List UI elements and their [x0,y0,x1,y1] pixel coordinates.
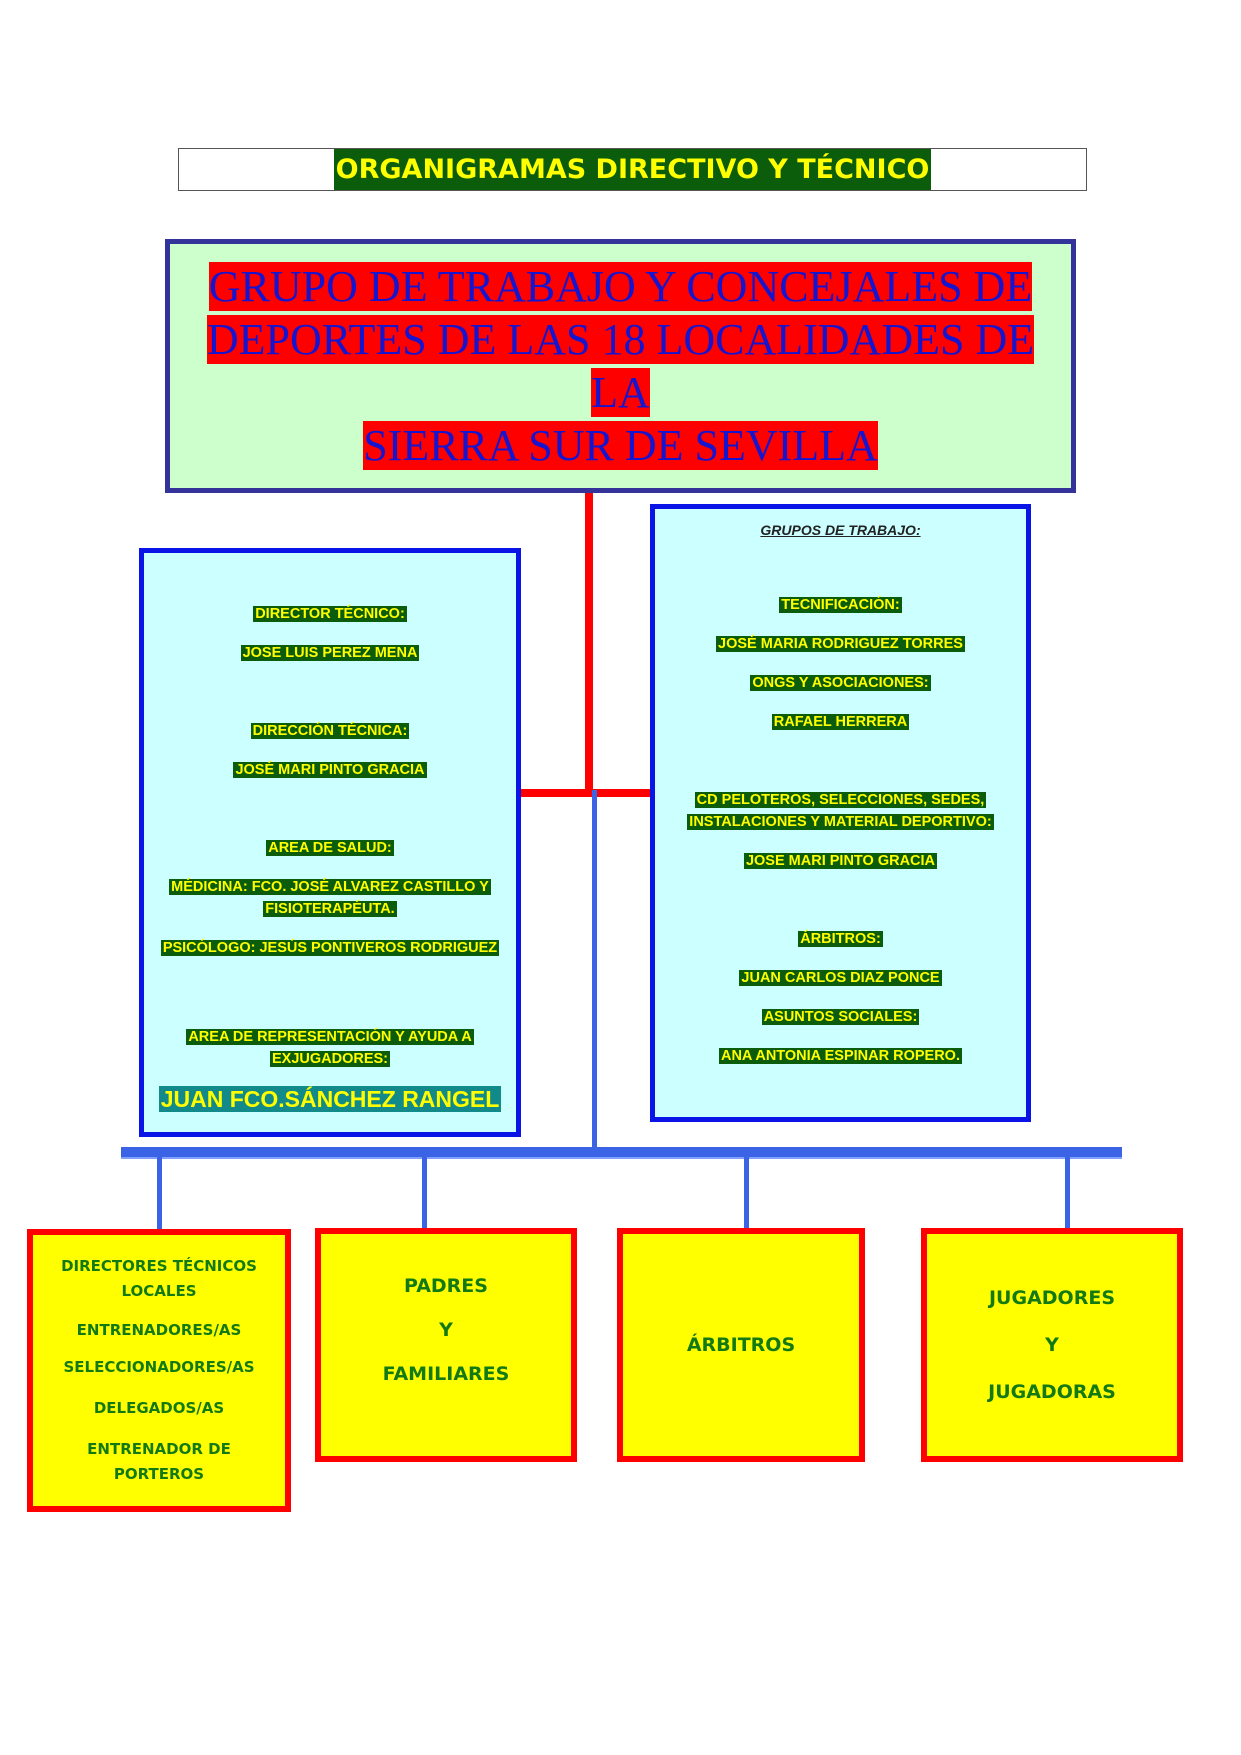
drop-connector-2 [422,1155,427,1230]
direccion-label: DIRECCIÓN TÉCNICA: [250,723,410,739]
drop-connector-1 [157,1155,162,1230]
local-staff-line: DIRECTORES TÉCNICOS LOCALES [61,1257,257,1300]
technical-direction-panel: DIRECTOR TÉCNICO: JOSE LUIS PEREZ MENA D… [139,548,521,1137]
working-groups-panel: GRUPOS DE TRABAJO: TECNIFICACIÓN: JOSÉ M… [650,504,1031,1122]
local-staff-line: ENTRENADORES/AS [76,1321,242,1339]
ongs-label: ONGS Y ASOCIACIONES: [750,675,931,691]
representacion-line-1: AREA DE REPRESENTACIÓN Y AYUDA A [186,1029,474,1045]
top-line-2: DEPORTES DE LAS 18 LOCALIDADES DE LA [206,315,1035,417]
drop-connector-3 [744,1155,749,1230]
local-staff-box: DIRECTORES TÉCNICOS LOCALES ENTRENADORES… [27,1229,291,1512]
director-label: DIRECTOR TÉCNICO: [253,606,407,622]
page-title: ORGANIGRAMAS DIRECTIVO Y TÉCNICO [333,149,932,190]
cd-name: JOSE MARI PINTO GRACIA [743,853,938,869]
medicina-line-2: FISIOTERAPÉUTA. [263,901,397,917]
page-title-box: ORGANIGRAMAS DIRECTIVO Y TÉCNICO [178,148,1087,191]
arbitros-label: ÁRBITROS: [798,931,883,947]
direccion-name: JOSÉ MARI PINTO GRACIA [233,762,427,778]
representacion-name: JUAN FCO.SÁNCHEZ RANGEL [158,1086,502,1112]
local-staff-line: ENTRENADOR DE PORTEROS [87,1440,231,1483]
tecnificacion-name: JOSÉ MARIA RODRIGUEZ TORRES [716,636,965,652]
referees-line: ÁRBITROS [686,1334,796,1356]
referees-box: ÁRBITROS [617,1228,865,1462]
parents-line: Y [439,1319,453,1341]
top-line-3: SIERRA SUR DE SEVILLA [363,421,878,470]
tecnificacion-label: TECNIFICACIÓN: [779,597,902,613]
local-staff-line: DELEGADOS/AS [93,1399,225,1417]
red-vertical-connector [585,493,593,793]
parents-line: FAMILIARES [382,1363,510,1385]
ongs-name: RAFAEL HERRERA [771,714,910,730]
salud-label: AREA DE SALUD: [266,840,394,856]
parents-line: PADRES [404,1275,488,1297]
sociales-label: ASUNTOS SOCIALES: [761,1009,920,1025]
blue-vertical-connector [592,790,597,1152]
local-staff-line: SELECCIONADORES/AS [63,1358,255,1376]
medicina-line-1: MÉDICINA: FCO. JOSÉ ALVAREZ CASTILLO Y [169,879,491,895]
players-box: JUGADORES Y JUGADORAS [921,1228,1183,1462]
psicologo: PSICÓLOGO: JESÚS PONTIVEROS RODRIGUEZ [160,940,500,956]
top-line-1: GRUPO DE TRABAJO Y CONCEJALES DE [208,262,1033,311]
players-line: JUGADORAS [988,1380,1116,1403]
parents-box: PADRES Y FAMILIARES [315,1228,577,1462]
drop-connector-4 [1065,1155,1070,1230]
sociales-name: ANA ANTONIA ESPINAR ROPERO. [718,1048,962,1064]
cd-label-line-2: INSTALACIONES Y MATERIAL DEPORTIVO: [687,814,994,830]
players-line: JUGADORES [988,1286,1115,1309]
director-name: JOSE LUIS PEREZ MENA [240,645,420,661]
blue-horizontal-bar [121,1147,1122,1159]
representacion-line-2: EXJUGADORES: [269,1051,391,1067]
cd-label-line-1: CD PELOTEROS, SELECCIONES, SEDES, [694,792,987,808]
red-horizontal-connector [521,789,650,797]
working-groups-header: GRUPOS DE TRABAJO: [760,522,921,538]
arbitros-name: JUAN CARLOS DIAZ PONCE [739,970,942,986]
players-line: Y [1045,1333,1059,1356]
